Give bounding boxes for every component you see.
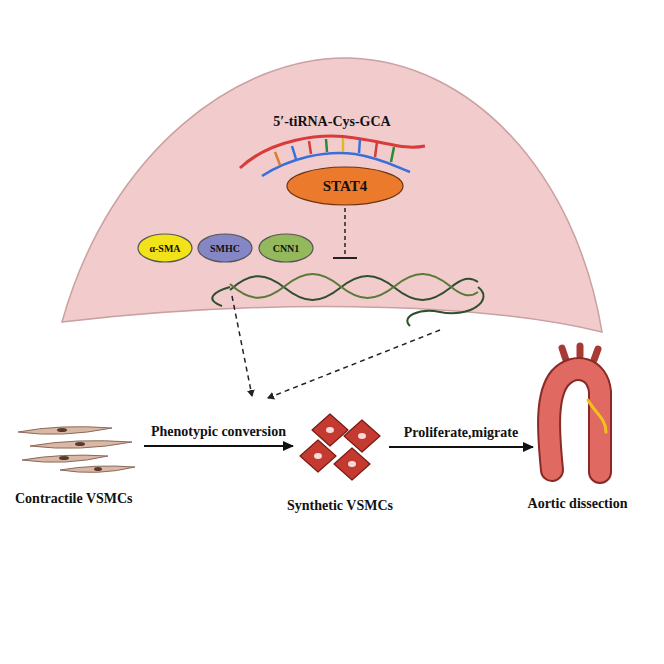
protein-label: α-SMA: [149, 243, 180, 254]
process-arrow: [389, 446, 533, 448]
rna-name: 5′-tiRNA-Cys-GCA: [273, 114, 390, 130]
cell-label: Synthetic VSMCs: [287, 498, 393, 514]
arrow-label: Proliferate,migrate: [402, 425, 520, 441]
inhibition-mark: [333, 208, 357, 258]
protein-ellipse: CNN1: [258, 233, 314, 263]
cell-dome: [62, 58, 602, 332]
protein-ellipse: STAT4: [286, 166, 404, 206]
contractile-cells: [18, 427, 135, 473]
cell-figure: Contractile VSMCs: [15, 415, 140, 477]
protein-ellipse: α-SMA: [137, 233, 193, 263]
protein-label: SMHC: [210, 243, 240, 254]
arrow-label: Phenotypic conversion: [149, 424, 288, 440]
regulation-arrow: [232, 296, 440, 398]
protein-label: CNN1: [273, 243, 300, 254]
dna-helix: [212, 274, 483, 326]
cell-figure: Aortic dissection: [535, 342, 620, 482]
cell-label: Aortic dissection: [528, 496, 628, 512]
protein-ellipse: SMHC: [197, 233, 253, 263]
aorta: [549, 346, 606, 472]
synthetic-cells: [300, 414, 380, 480]
cell-figure: Synthetic VSMCs: [295, 410, 385, 484]
protein-label: STAT4: [323, 178, 367, 195]
cell-label: Contractile VSMCs: [15, 491, 133, 507]
process-arrow: [144, 445, 293, 447]
